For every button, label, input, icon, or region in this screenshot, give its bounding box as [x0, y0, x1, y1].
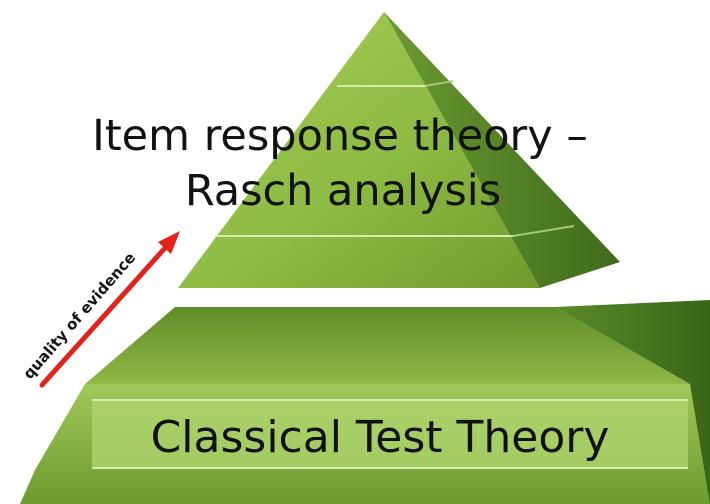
- pyramid-front-face: [178, 12, 540, 288]
- top-pyramid: Item response theory – Rasch analysis: [92, 12, 620, 288]
- tier-divider-1-side: [424, 80, 454, 87]
- base-label: Classical Test Theory: [151, 412, 610, 463]
- pyramid-side-face: [384, 12, 620, 288]
- top-label-line-1: Item response theory –: [92, 111, 588, 161]
- top-label-line-2: Rasch analysis: [185, 166, 501, 216]
- base-top-face: [85, 307, 690, 384]
- arrow-shaft: [39, 245, 168, 388]
- base-tier: Classical Test Theory: [20, 300, 710, 504]
- arrow-head-icon: [158, 231, 180, 254]
- base-right-face: [555, 300, 710, 504]
- base-label-band: [92, 400, 688, 468]
- tier-divider-2-side: [512, 225, 575, 237]
